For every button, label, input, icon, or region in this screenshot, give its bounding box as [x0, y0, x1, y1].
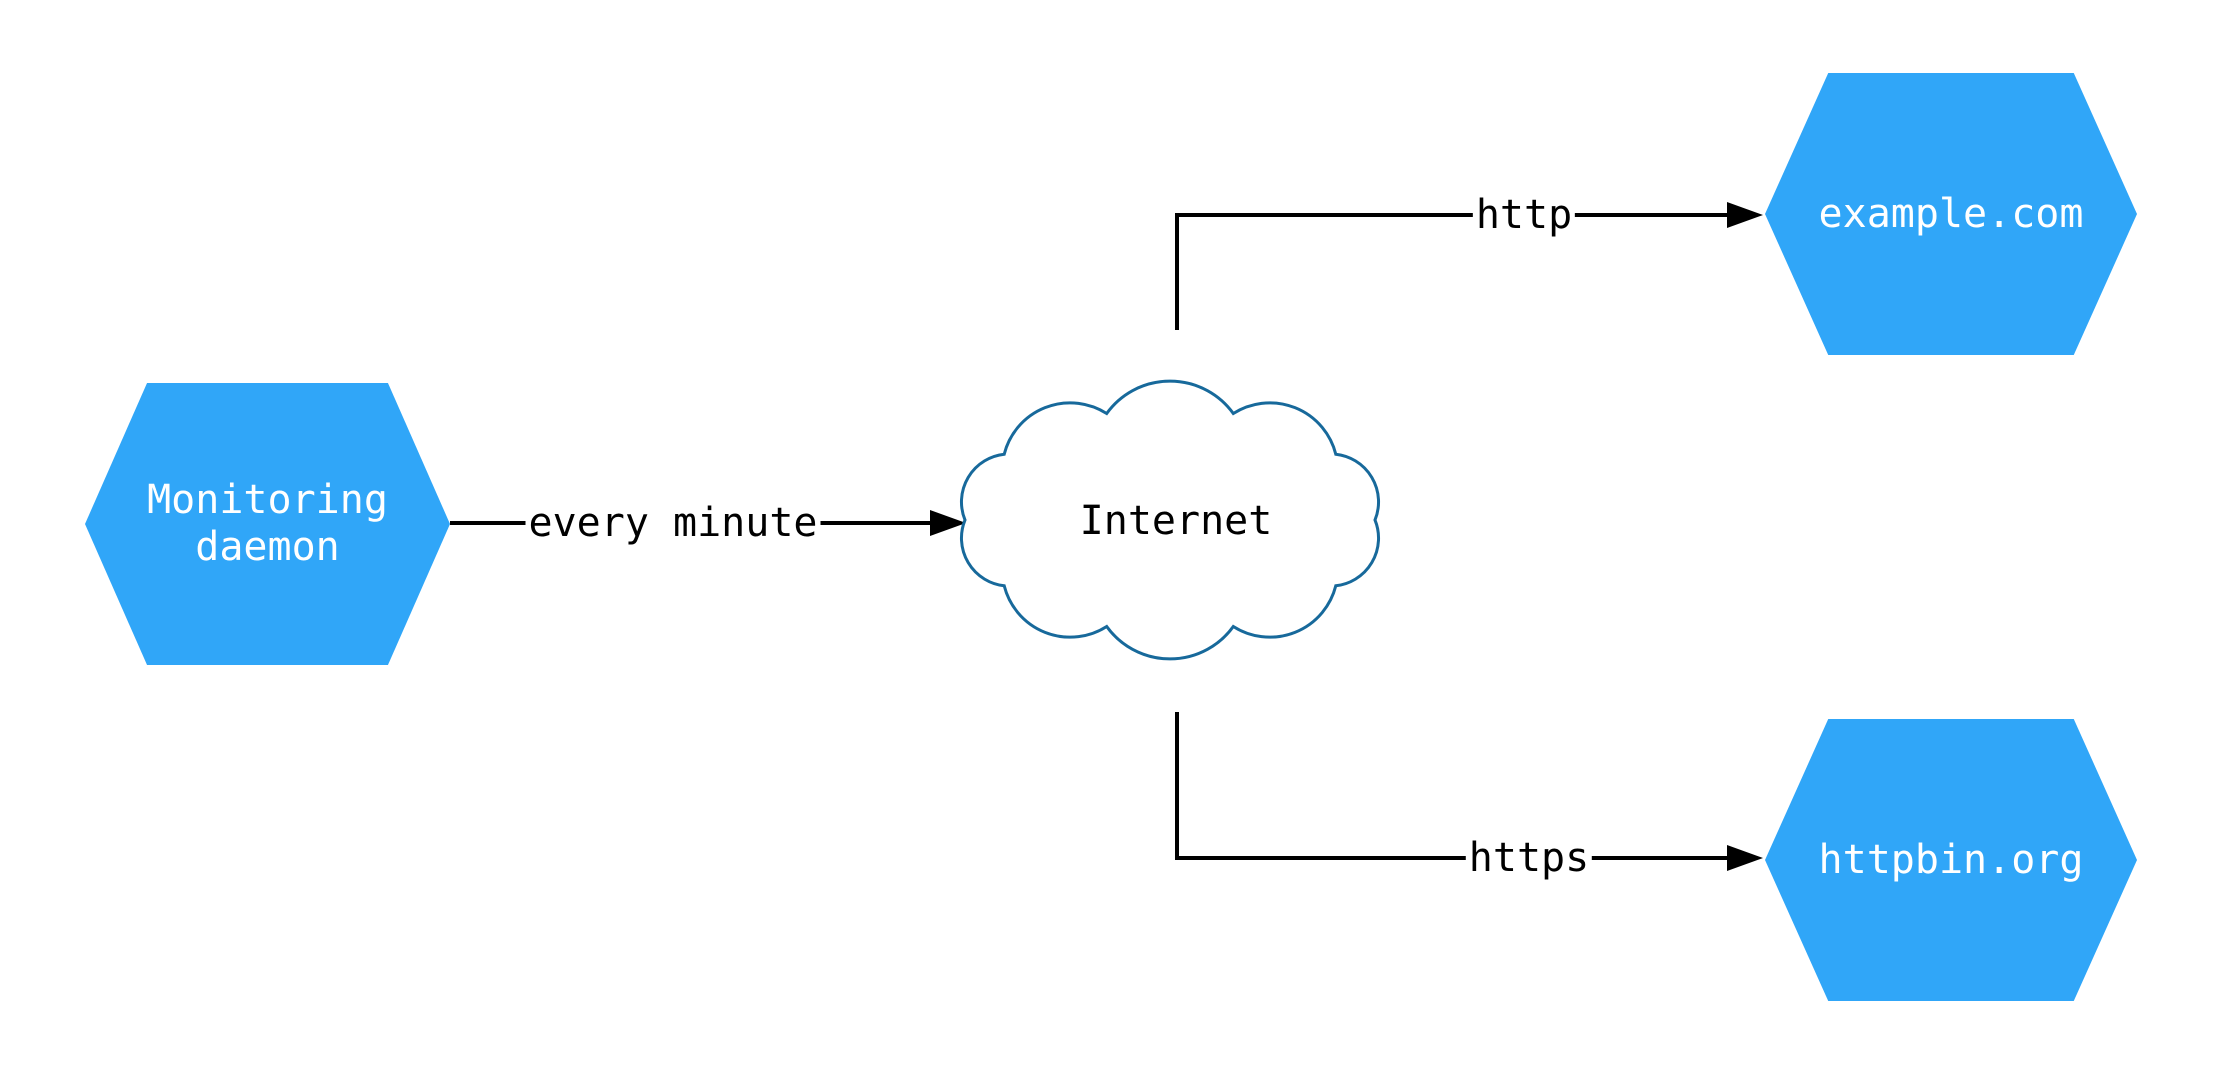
node-httpbin-org-label: httpbin.org	[1818, 836, 2084, 883]
node-monitoring-daemon-label: Monitoring daemon	[147, 477, 388, 570]
node-example-com: example.com	[1765, 73, 2137, 355]
node-httpbin-org: httpbin.org	[1765, 719, 2137, 1001]
node-monitoring-daemon: Monitoring daemon	[85, 383, 450, 665]
edge-http-arrowhead	[1727, 202, 1763, 228]
edge-every-minute-arrowhead	[930, 510, 966, 536]
edge-label-http: http	[1472, 192, 1576, 238]
edge-label-every-minute: every minute	[525, 500, 821, 546]
edge-http-line	[1175, 213, 1728, 330]
edge-label-https: https	[1465, 835, 1593, 881]
edge-https-line	[1175, 712, 1728, 860]
edge-https-arrowhead	[1727, 845, 1763, 871]
node-example-com-label: example.com	[1818, 190, 2084, 237]
internet-cloud-shape	[959, 379, 1381, 661]
node-internet-label: Internet	[1079, 498, 1273, 544]
